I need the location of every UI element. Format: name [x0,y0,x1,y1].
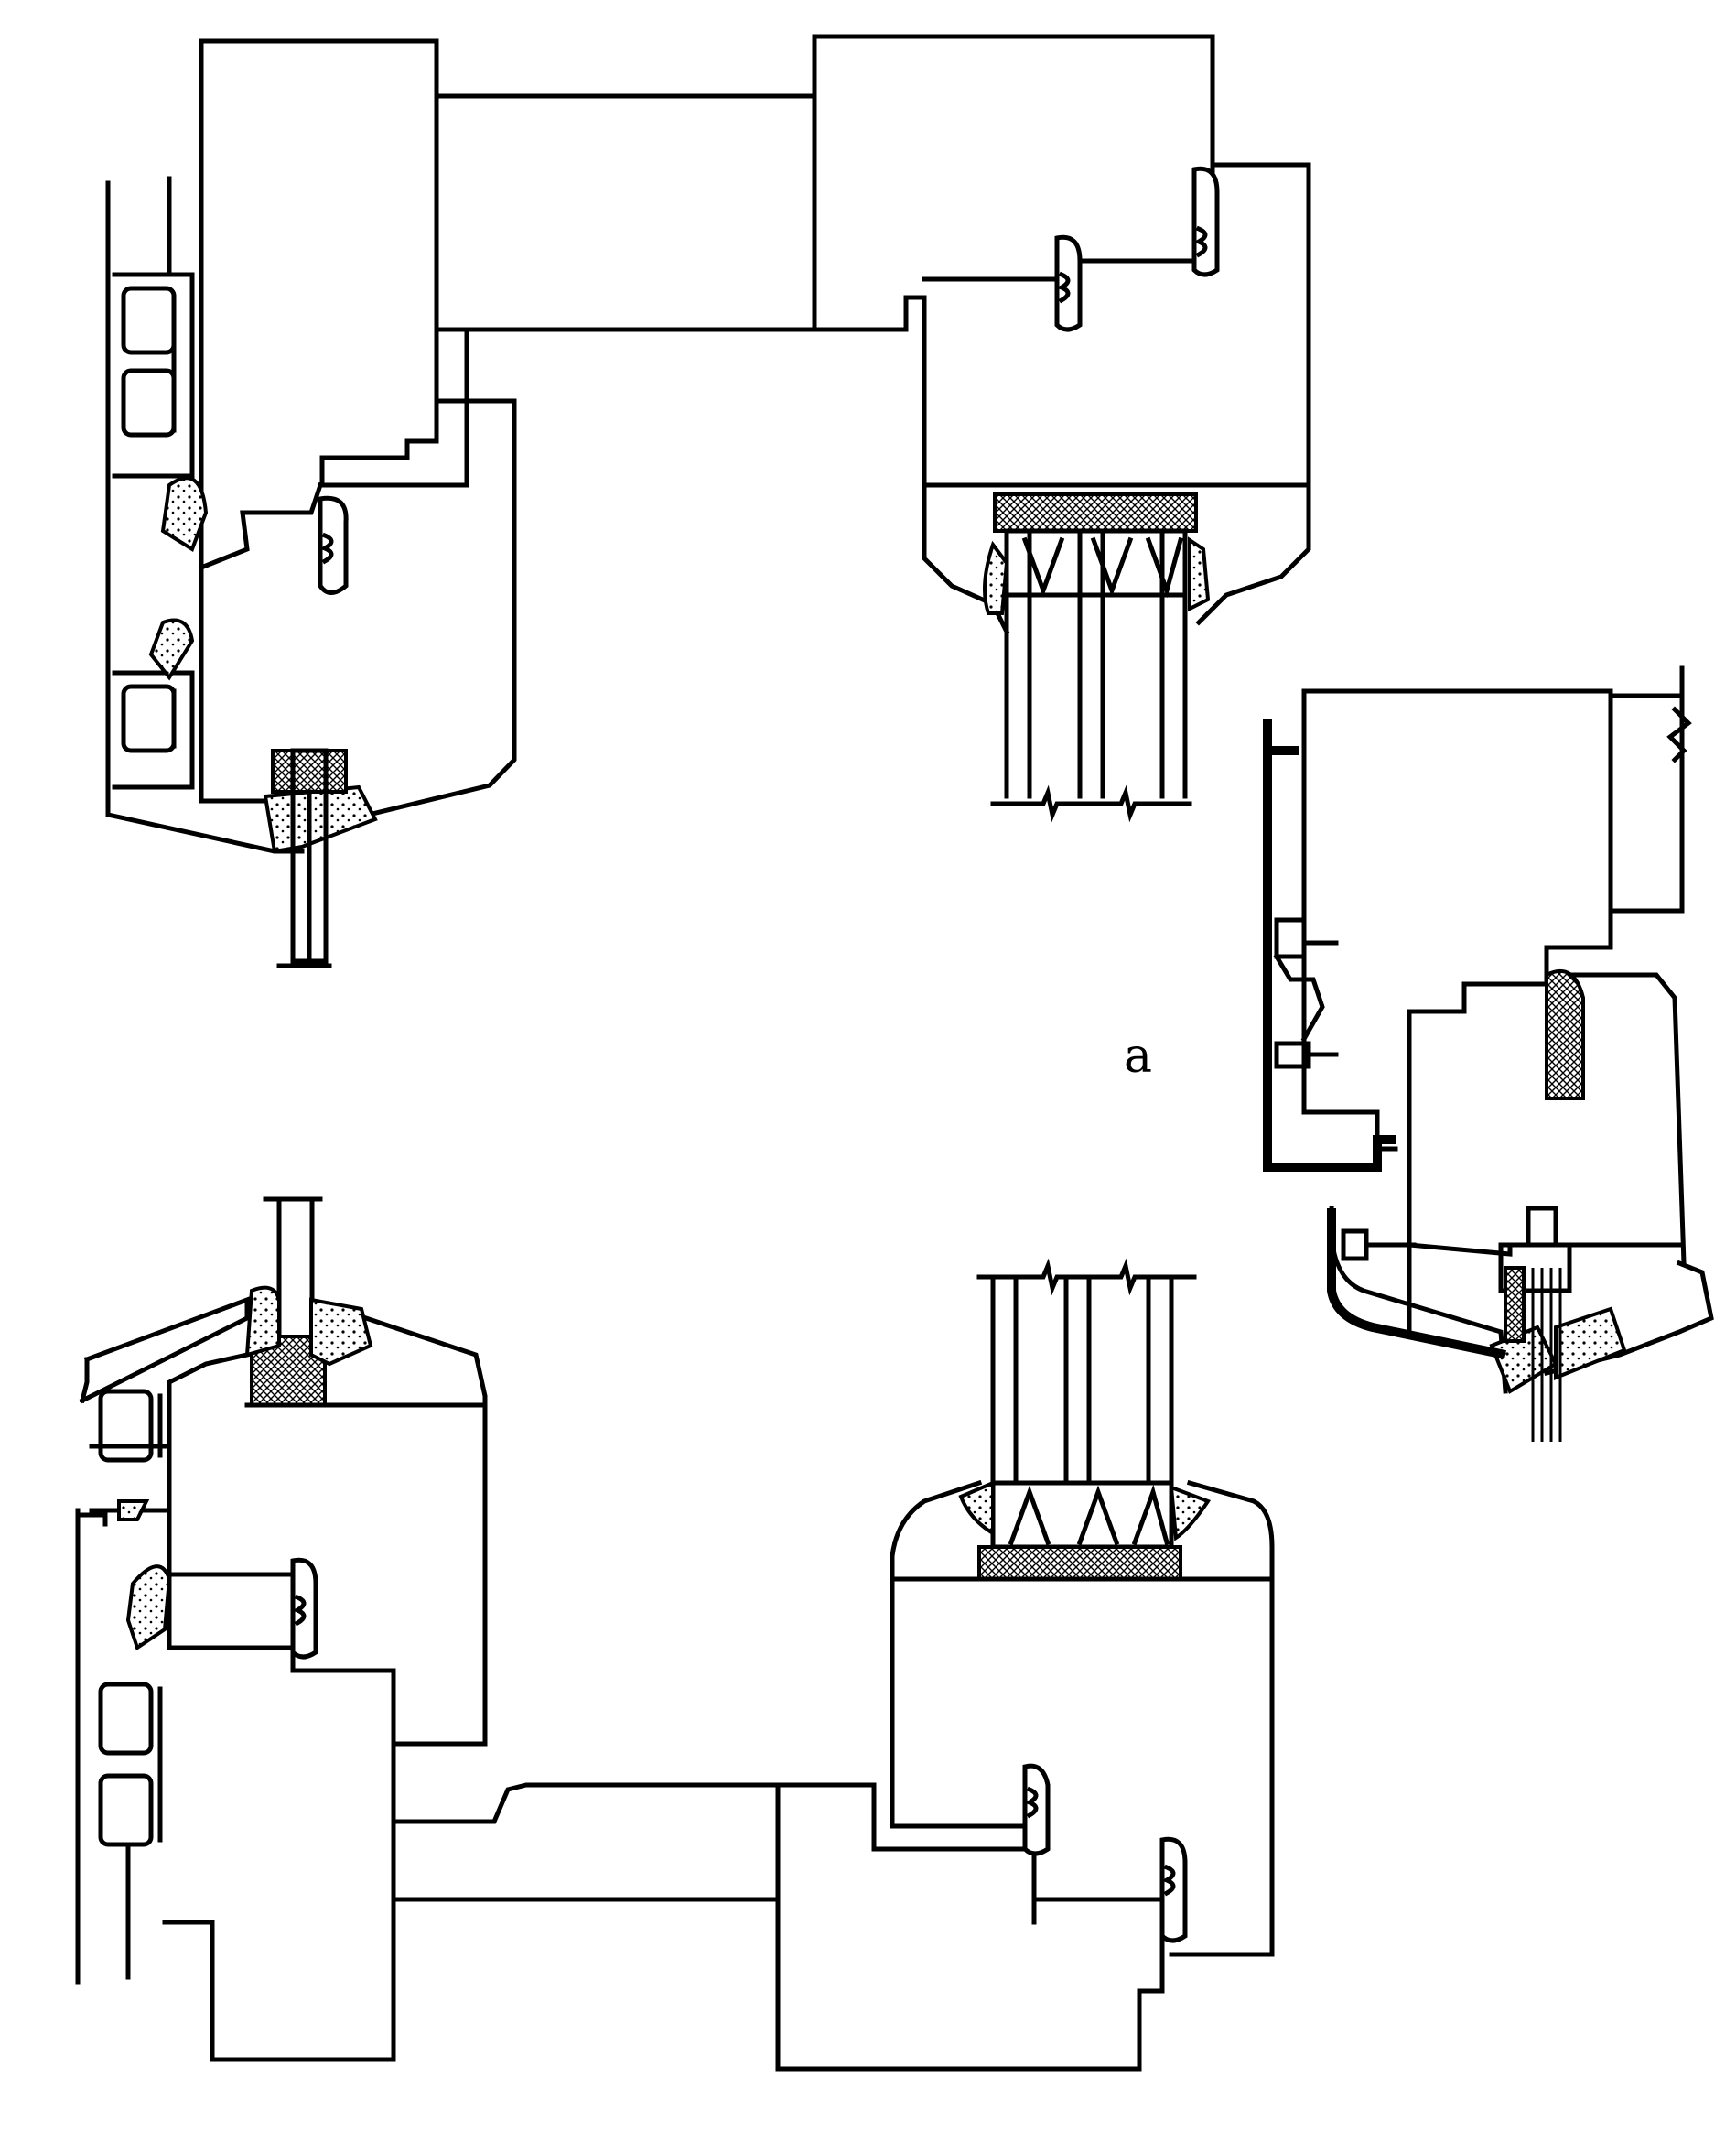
glazing-bead-top-left [271,748,348,968]
glass-a [1498,1206,1572,1442]
sash-bottom-right [890,1479,1275,1957]
weatherstrip-bottom-right [1022,1763,1188,1943]
hardware-a [1273,917,1507,1359]
weatherstrip-bottom-left [167,1557,318,1660]
sealant-bottom-right [958,1479,1212,1541]
weatherstrip-top-right [1054,166,1220,332]
wall-reveal [1301,665,1692,1115]
roller-blocks-top-left [121,286,177,753]
frame-bottom-left [162,1668,781,2062]
detail-bottom-right [775,1258,1275,2072]
sealant-bottom-left [117,1499,172,1651]
gasket-a [1489,969,1627,1394]
detail-bottom-left [75,1196,781,2062]
detail-top-left [105,38,909,968]
figure-label: a [1124,1029,1153,1084]
steel-liner [1263,719,1396,1172]
detail-top-right [812,34,1311,823]
outer-rail-top-left [105,176,305,854]
sealant-top-right [983,536,1211,615]
outer-rail-bottom-left [75,1357,172,1985]
frame-a [1301,963,1687,1339]
glazing-top-bottom-left [244,1196,373,1407]
roller-blocks-bottom-left [98,1389,163,1847]
insulated-glass-bottom-right [976,1258,1197,1581]
frame-top-left [199,38,909,570]
insulated-glass-top-right [990,492,1198,823]
detail-right-a [1263,665,1714,1442]
weatherstrip-top-left [318,495,349,595]
